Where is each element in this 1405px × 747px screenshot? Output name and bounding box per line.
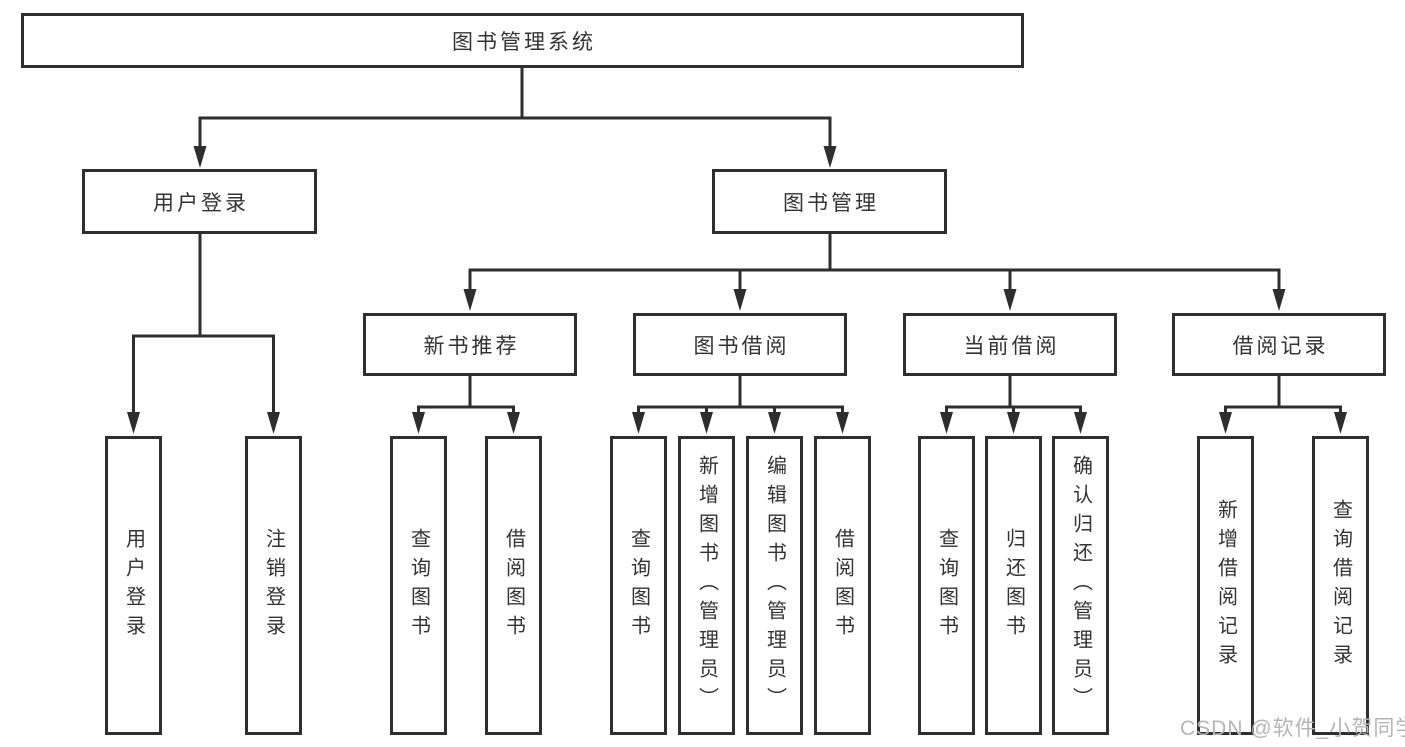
leaf-label: 用户登录 xyxy=(122,527,145,644)
leaf-query-books-2: 查询图书 xyxy=(610,436,667,735)
leaf-edit-book-admin: 编辑图书（管理员） xyxy=(746,436,803,735)
node-label: 借阅记录 xyxy=(1232,334,1329,358)
node-label: 用户登录 xyxy=(153,191,249,215)
leaf-query-borrow-record: 查询借阅记录 xyxy=(1312,436,1369,735)
leaf-borrow-book-2: 借阅图书 xyxy=(814,436,871,735)
node-label: 图书管理系统 xyxy=(452,30,596,54)
node-label: 新书推荐 xyxy=(423,334,520,358)
leaf-label: 确认归还（管理员） xyxy=(1069,455,1092,716)
leaf-query-books-3: 查询图书 xyxy=(918,436,975,735)
node-label: 当前借阅 xyxy=(963,334,1060,358)
leaf-add-borrow-record: 新增借阅记录 xyxy=(1197,436,1254,735)
csdn-watermark: CSDN @软件_小贺同学 xyxy=(1180,717,1405,740)
leaf-label: 新增借阅记录 xyxy=(1214,498,1237,673)
node-user-login: 用户登录 xyxy=(82,169,317,234)
leaf-query-books: 查询图书 xyxy=(390,436,447,735)
leaf-label: 查询图书 xyxy=(407,527,430,644)
leaf-label: 借阅图书 xyxy=(831,527,854,644)
leaf-label: 新增图书（管理员） xyxy=(695,455,718,716)
leaf-return-book: 归还图书 xyxy=(985,436,1042,735)
leaf-add-book-admin: 新增图书（管理员） xyxy=(678,436,735,735)
leaf-label: 查询图书 xyxy=(627,527,650,644)
leaf-label: 归还图书 xyxy=(1002,527,1025,644)
arrowheads xyxy=(127,146,1347,434)
leaf-label: 借阅图书 xyxy=(502,527,525,644)
leaf-borrow-book: 借阅图书 xyxy=(485,436,542,735)
leaf-confirm-return-admin: 确认归还（管理员） xyxy=(1052,436,1109,735)
node-current-borrowing: 当前借阅 xyxy=(903,313,1117,376)
leaf-label: 编辑图书（管理员） xyxy=(763,455,786,716)
node-label: 图书管理 xyxy=(783,191,879,215)
leaf-logout: 注销登录 xyxy=(245,436,302,735)
leaf-label: 注销登录 xyxy=(262,527,285,644)
node-new-book-recommendation: 新书推荐 xyxy=(363,313,577,376)
node-label: 图书借阅 xyxy=(693,334,790,358)
node-library-management-system: 图书管理系统 xyxy=(21,13,1024,68)
leaf-label: 查询图书 xyxy=(935,527,958,644)
leaf-user-login: 用户登录 xyxy=(105,436,162,735)
node-borrowing-records: 借阅记录 xyxy=(1172,313,1386,376)
node-book-borrowing: 图书借阅 xyxy=(633,313,847,376)
leaf-label: 查询借阅记录 xyxy=(1329,498,1352,673)
node-book-management: 图书管理 xyxy=(712,169,947,234)
